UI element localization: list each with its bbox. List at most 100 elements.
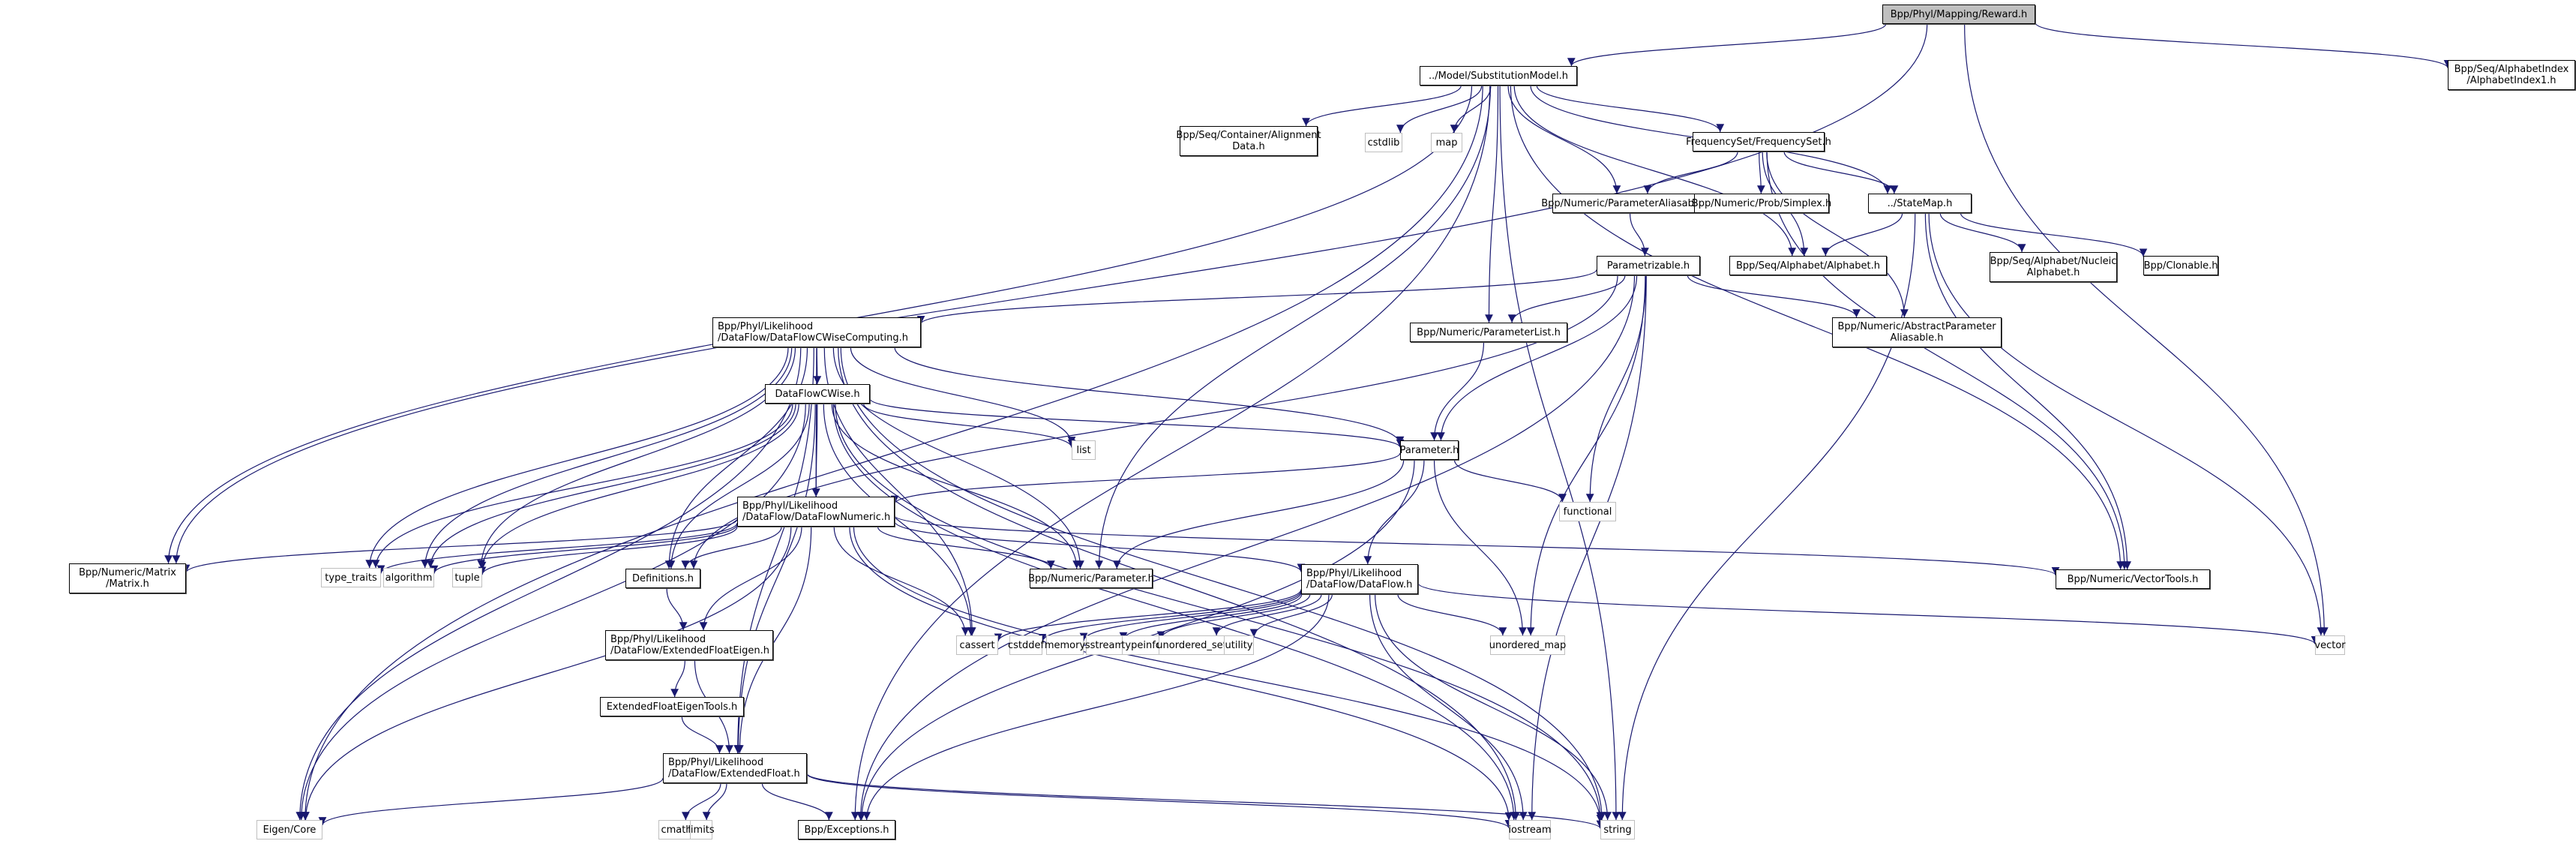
node-type-traits: type_traits [321, 568, 381, 587]
node-dfnumeric[interactable]: Bpp/Phyl/Likelihood /DataFlow/DataFlowNu… [737, 497, 895, 527]
node-parameter[interactable]: Parameter.h [1400, 440, 1459, 460]
edge-dfnumeric-to-cassert [833, 526, 970, 636]
node-paramalias[interactable]: Bpp/Numeric/ParameterAliasable.h [1541, 194, 1712, 213]
edge-dfnumeric-to-string [853, 526, 1605, 823]
edge-dfcwc-to-string [840, 347, 1606, 821]
edge-dataflow-to-sstream [1119, 593, 1303, 641]
edge-freqset-to-vectortools [1766, 151, 2129, 570]
edge-dfcwise-to-list [862, 403, 1076, 448]
edge-parametrizable-to-iostream [1528, 275, 1647, 821]
edge-dataflow-to-memory [1079, 592, 1302, 641]
edge-dfnumeric-to-algorithm [430, 524, 738, 574]
edge-dfcwc-to-extfloat [733, 347, 814, 754]
edge-dfnumeric-to-vectortools [894, 515, 2059, 576]
node-efeigentools[interactable]: ExtendedFloatEigenTools.h [600, 697, 744, 716]
edge-dfnumeric-to-matrix [181, 518, 738, 573]
node-alphaidx[interactable]: Bpp/Seq/AlphabetIndex /AlphabetIndex1.h [2448, 60, 2575, 90]
edge-dfcwise-to-type_traits [371, 403, 793, 569]
node-list: list [1072, 440, 1096, 460]
node-exceptions[interactable]: Bpp/Exceptions.h [798, 820, 895, 839]
node-definitions[interactable]: Definitions.h [625, 569, 700, 588]
edge-dfcwise-to-tuple [478, 403, 799, 570]
edge-freqset-to-simplex [1756, 151, 1765, 194]
edge-parametrizable-to-unordered_map [1526, 275, 1646, 636]
edge-dfnumeric-to-eigencore [301, 526, 792, 821]
edge-dataflow-to-cstddef [1038, 590, 1302, 642]
node-typeinfo: typeinfo [1121, 635, 1162, 655]
edge-subst-to-vectortools [1510, 85, 2125, 570]
edge-subst-to-exceptions [850, 85, 1491, 821]
edge-dfnumeric-to-tuple [478, 526, 738, 575]
edge-dataflow-to-utility [1249, 593, 1333, 638]
node-nucleic[interactable]: Bpp/Seq/Alphabet/Nucleic Alphabet.h [1990, 252, 2117, 282]
edge-reward-to-matrix [172, 23, 1928, 564]
node-utility: utility [1224, 635, 1254, 655]
node-efeigen[interactable]: Bpp/Phyl/Likelihood /DataFlow/ExtendedFl… [605, 630, 773, 660]
edge-dfnumeric-to-efeigen [699, 526, 802, 631]
node-matrix[interactable]: Bpp/Numeric/Matrix /Matrix.h [69, 563, 186, 593]
node-limits: limits [688, 820, 715, 839]
edge-extfloat-to-eigencore [318, 778, 664, 826]
node-alphabet[interactable]: Bpp/Seq/Alphabet/Alphabet.h [1729, 256, 1887, 275]
node-map: map [1431, 133, 1462, 152]
node-cmath: cmath [658, 820, 694, 839]
edge-statemap-to-nucleic [1939, 212, 2026, 253]
node-cassert: cassert [956, 635, 998, 655]
edge-freqset-to-absparamalias [1766, 151, 1909, 318]
node-memory: memory [1045, 635, 1085, 655]
edge-dfcwise-to-parameter [869, 398, 1405, 448]
edge-subst-to-aligndata [1302, 85, 1462, 127]
edge-dfcwise-to-extfloat [734, 403, 816, 754]
edge-reward-to-vector [1964, 23, 2329, 636]
node-subst[interactable]: ../Model/SubstitutionModel.h [1420, 66, 1577, 86]
edge-parameter-to-dfnumeric [890, 452, 1401, 504]
edge-dfnumeric-to-iostream [849, 526, 1513, 821]
edge-dfcwise-to-iostream [832, 403, 1519, 821]
node-paramlist[interactable]: Bpp/Numeric/ParameterList.h [1410, 323, 1567, 342]
node-string: string [1600, 820, 1635, 839]
edge-statemap-to-vectortools [1924, 212, 2132, 570]
edge-parametrizable-to-paramlist [1507, 275, 1626, 323]
node-statemap[interactable]: ../StateMap.h [1868, 194, 1972, 213]
edge-dataflow-to-exceptions [862, 593, 1330, 821]
node-simplex[interactable]: Bpp/Numeric/Prob/Simplex.h [1692, 194, 1831, 213]
edge-subst-to-cstdlib [1396, 85, 1483, 134]
edge-freqset-to-statemap [1783, 151, 1899, 194]
edge-dfcwc-to-list [850, 347, 1076, 445]
edge-subst-to-alphabet [1513, 85, 1797, 257]
edge-paramalias-to-parametrizable [1629, 212, 1649, 257]
edge-dataflow-to-typeinfo [1156, 593, 1311, 640]
edge-dfcwc-to-iostream [838, 347, 1520, 821]
edge-parametrizable-to-absparamalias [1687, 275, 1861, 318]
node-cstdlib: cstdlib [1365, 133, 1402, 152]
node-reward: Bpp/Phyl/Mapping/Reward.h [1882, 5, 2035, 24]
edge-subst-to-string [1499, 85, 1621, 821]
edge-subst-to-paramalias [1507, 85, 1621, 194]
node-cstddef: cstddef [1008, 635, 1044, 655]
edge-dfcwc-to-type_traits [365, 347, 789, 569]
node-extfloat[interactable]: Bpp/Phyl/Likelihood /DataFlow/ExtendedFl… [663, 753, 807, 783]
edge-dfnumeric-to-numparameter [877, 526, 1055, 569]
edge-parametrizable-to-functional [1585, 275, 1647, 503]
edge-extfloat-to-limits [702, 782, 727, 821]
edge-extfloat-to-iostream [806, 773, 1513, 829]
node-functional: functional [1559, 502, 1616, 521]
node-dfcwc[interactable]: Bpp/Phyl/Likelihood /DataFlow/DataFlowCW… [712, 317, 921, 347]
node-dfcwise[interactable]: DataFlowCWise.h [765, 384, 870, 404]
edge-statemap-to-alphabet [1821, 212, 1903, 257]
node-sstream: sstream [1085, 635, 1124, 655]
node-clonable[interactable]: Bpp/Clonable.h [2143, 256, 2218, 275]
node-vectortools[interactable]: Bpp/Numeric/VectorTools.h [2056, 569, 2210, 589]
node-numparameter[interactable]: Bpp/Numeric/Parameter.h [1028, 569, 1154, 588]
node-vector: vector [2314, 635, 2346, 655]
node-dataflow[interactable]: Bpp/Phyl/Likelihood /DataFlow/DataFlow.h [1301, 564, 1418, 594]
edge-extfloat-to-cmath [681, 782, 721, 821]
node-aligndata[interactable]: Bpp/Seq/Container/Alignment Data.h [1176, 126, 1321, 156]
edge-statemap-to-string [1618, 212, 1916, 821]
node-parametrizable[interactable]: Parametrizable.h [1597, 256, 1700, 275]
edge-statemap-to-vector [1928, 212, 2326, 636]
node-absparamalias[interactable]: Bpp/Numeric/AbstractParameter Aliasable.… [1832, 317, 2002, 347]
edge-dataflow-to-string [1375, 593, 1612, 821]
node-freqset[interactable]: FrequencySet/FrequencySet.h [1686, 132, 1831, 152]
